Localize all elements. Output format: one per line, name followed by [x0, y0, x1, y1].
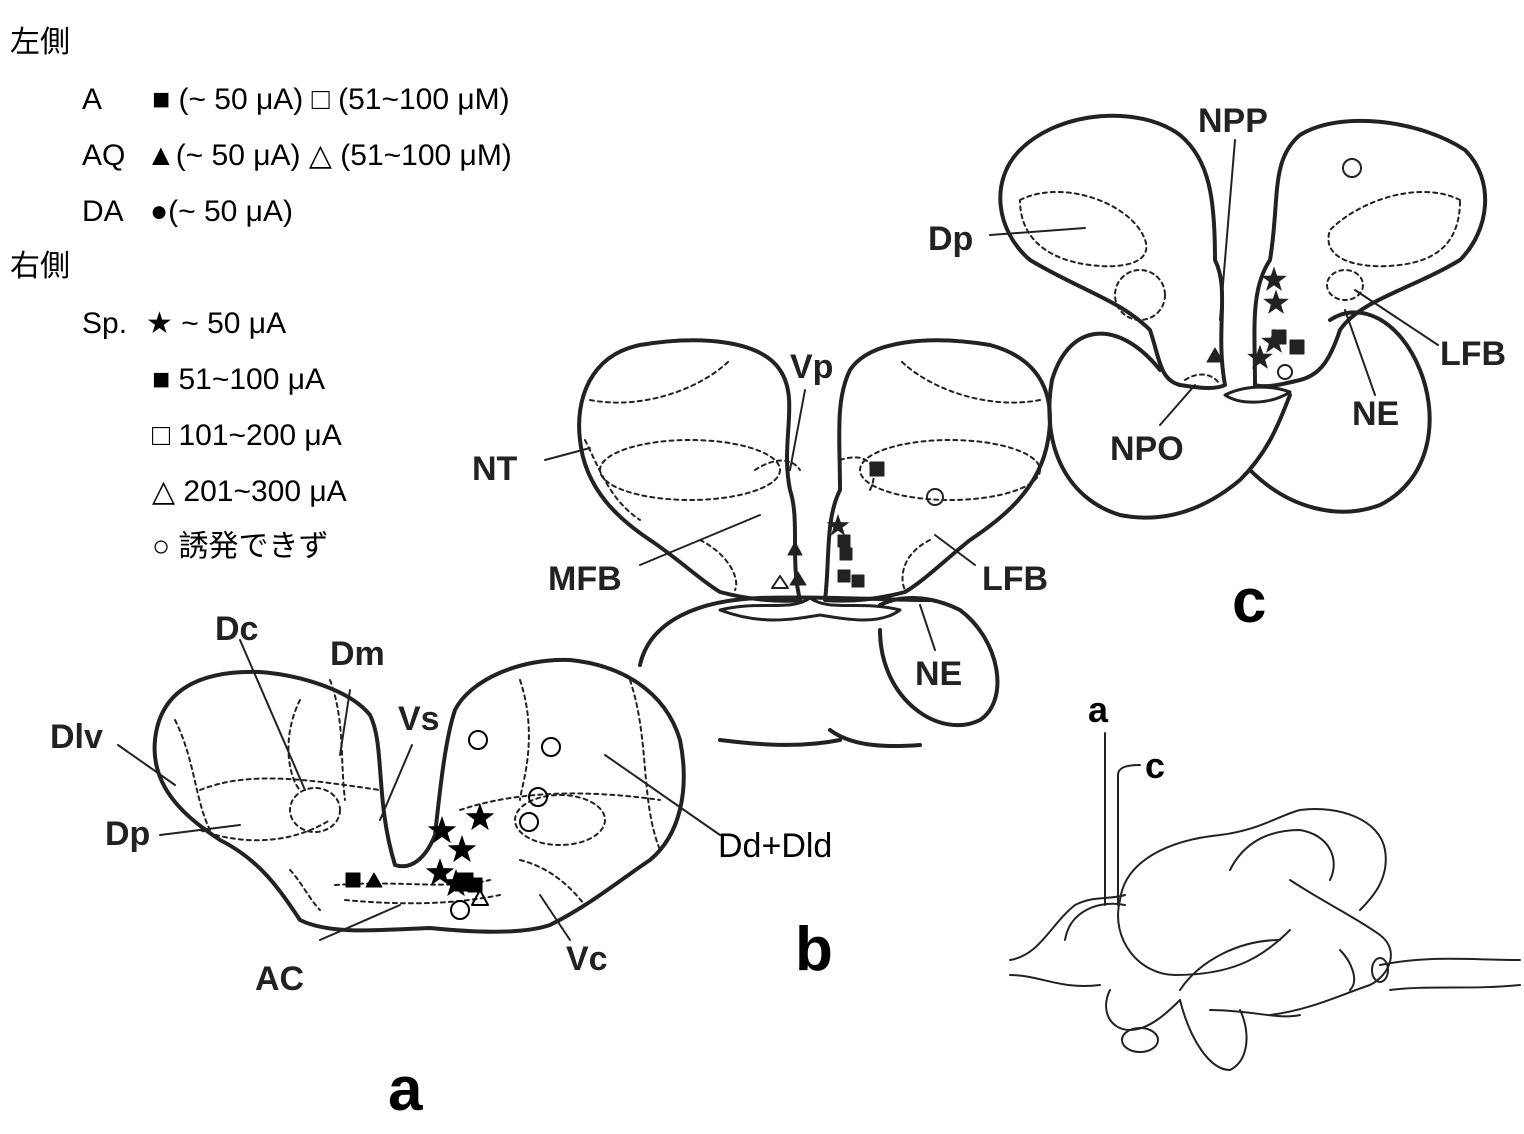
label-vc: Vc: [566, 940, 608, 978]
label-nt: NT: [472, 450, 518, 488]
open-circle-marker: [468, 730, 488, 750]
label-dc: Dc: [215, 610, 258, 648]
panel-label-c: c: [1232, 567, 1266, 636]
star-marker: [447, 835, 477, 863]
inset-level-a: a: [1088, 689, 1109, 730]
legend-row-aq-label: AQ: [82, 139, 126, 172]
legend-row-da-text: ●(~ 50 μA): [150, 195, 293, 228]
label-lfb-b: LFB: [982, 560, 1048, 598]
inset-level-c: c: [1145, 745, 1165, 786]
section-a-outline: [117, 639, 721, 941]
label-npo: NPO: [1110, 430, 1184, 468]
panel-label-a: a: [388, 1055, 423, 1124]
filled-triangle-marker: [787, 541, 803, 556]
legend-left-heading: 左側: [10, 26, 70, 59]
filled-square-marker: [1289, 339, 1305, 355]
section-c-markers: [1206, 158, 1362, 380]
filled-square-marker: [837, 534, 851, 548]
filled-square-marker: [467, 877, 483, 893]
section-a-markers: [345, 730, 561, 920]
label-vp: Vp: [790, 348, 833, 386]
filled-square-marker: [345, 872, 361, 888]
open-circle-marker: [450, 900, 470, 920]
filled-square-marker: [869, 461, 885, 477]
legend-row-da-label: DA: [82, 195, 124, 228]
label-mfb: MFB: [548, 560, 622, 598]
section-b-markers: [771, 461, 944, 589]
open-triangle-marker: [471, 889, 489, 906]
label-ne-b: NE: [915, 655, 962, 693]
section-b-outline: [544, 338, 1052, 749]
label-ac: AC: [255, 960, 304, 998]
open-circle-marker: [1277, 364, 1293, 380]
open-triangle-marker: [771, 575, 789, 589]
label-npp: NPP: [1198, 102, 1268, 140]
open-circle-marker: [519, 812, 539, 832]
section-c-labels: NPP Dp LFB NE NPO c: [928, 102, 1506, 636]
inset-labels: a c: [1088, 689, 1165, 786]
label-dp-c: Dp: [928, 220, 973, 258]
label-dd-dld: Dd+Dld: [718, 827, 832, 865]
label-dp-a: Dp: [105, 815, 150, 853]
legend-sp-row-open-square: □ 101~200 μA: [152, 419, 342, 452]
legend-sp-row-open-circle: ○ 誘発できず: [152, 530, 329, 563]
legend-row-a-text: ■ (~ 50 μA) □ (51~100 μM): [152, 83, 510, 116]
open-circle-marker: [1342, 158, 1362, 178]
filled-triangle-marker: [1206, 347, 1224, 363]
section-c-outline: [989, 113, 1487, 520]
legend-right-heading: 右側: [10, 250, 70, 283]
label-dlv: Dlv: [50, 718, 103, 756]
panel-label-b: b: [795, 915, 833, 984]
label-lfb-c: LFB: [1440, 335, 1506, 373]
legend-row-aq-text: ▲(~ 50 μA) △ (51~100 μM): [146, 139, 512, 172]
open-circle-marker: [926, 488, 944, 506]
filled-square-marker: [839, 547, 853, 561]
filled-triangle-marker: [365, 872, 383, 888]
label-ne-c: NE: [1352, 395, 1399, 433]
legend-sp-label: Sp.: [82, 307, 128, 340]
label-dm: Dm: [330, 635, 385, 673]
legend-row-a-label: A: [82, 83, 103, 116]
section-a-labels: Dc Dm Dlv Vs Dp Dd+Dld AC Vc a: [50, 610, 832, 1124]
star-marker: [1263, 289, 1289, 314]
open-circle-marker: [528, 787, 548, 807]
filled-square-marker: [837, 569, 851, 583]
label-vs: Vs: [398, 700, 440, 738]
open-circle-marker: [541, 737, 561, 757]
legend-sp-row-filled-square: ■ 51~100 μA: [152, 363, 326, 396]
legend-sp-row-star: ★ ~ 50 μA: [146, 307, 287, 340]
section-b-labels: Vp NT MFB LFB NE b: [472, 348, 1048, 984]
legend-sp-row-open-triangle: △ 201~300 μA: [152, 475, 347, 508]
filled-square-marker: [851, 574, 865, 588]
filled-triangle-marker: [789, 571, 807, 586]
inset-brain-lateral-view: [1009, 732, 1521, 1071]
